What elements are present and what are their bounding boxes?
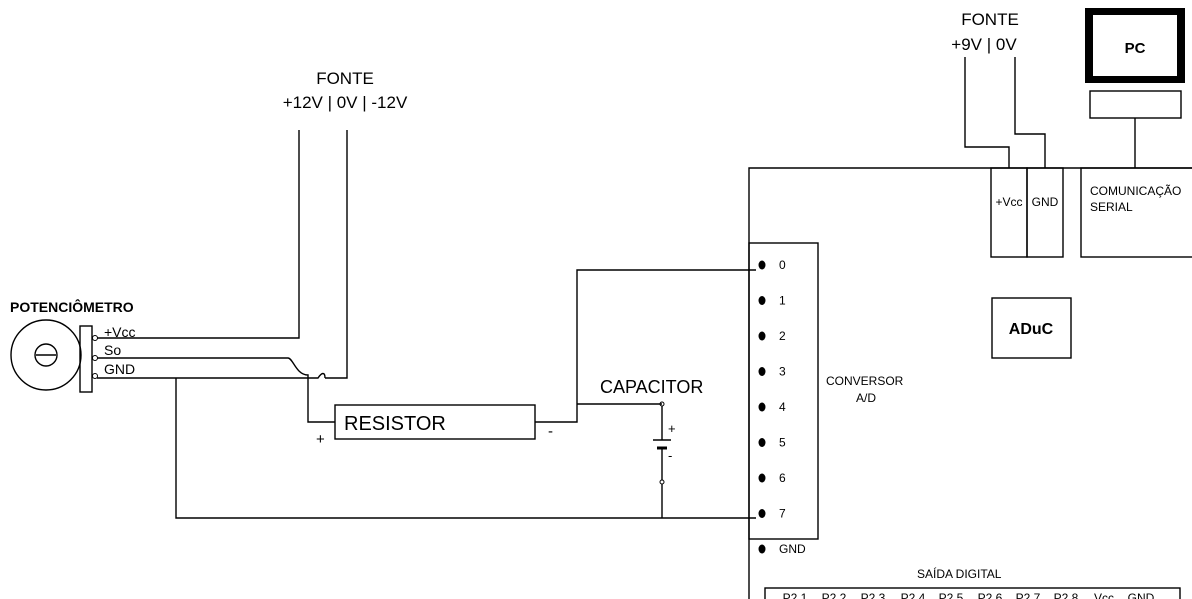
potentiometer-body	[10, 319, 82, 391]
potentiometer-title: POTENCIÔMETRO	[10, 298, 134, 315]
digital-output-pin-label: P2.5	[939, 591, 964, 599]
wire-pot-gnd	[97, 372, 326, 379]
adc-pin-label: 3	[779, 365, 786, 379]
digital-output-pin-label: P2.3	[861, 591, 886, 599]
potentiometer-pin-gnd	[92, 373, 98, 379]
digital-output-pin-label: P2.1	[783, 591, 808, 599]
adc-connector-box	[748, 242, 819, 540]
potentiometer-pin-vcc-label: +Vcc	[104, 324, 136, 340]
adc-pin-dot	[758, 260, 766, 270]
wire-minus12v	[325, 130, 348, 379]
adc-pin-dot	[758, 544, 766, 554]
capacitor: CAPACITOR + -	[600, 377, 703, 518]
power-supply-left: FONTE +12V | 0V | -12V	[97, 69, 408, 379]
digital-output-pin-label: P2.7	[1016, 591, 1041, 599]
serial-line1: COMUNICAÇÃO	[1090, 184, 1181, 198]
adc-pin-label: 0	[779, 258, 786, 272]
digital-output-pin-label: P2.6	[978, 591, 1003, 599]
wire-ground-bus	[175, 378, 756, 519]
digital-output-pin-list: P2.1 P2.2 P2.3 P2.4 P2.5 P2.6 P2.7 P2.8 Vcc GND	[783, 591, 1155, 599]
wire-to-adc-1	[535, 269, 756, 423]
wire-so	[97, 357, 335, 423]
digital-output-pin-label: P2.4	[901, 591, 926, 599]
power-top-title: FONTE	[961, 10, 1019, 29]
adc-pin-label: GND	[779, 542, 806, 556]
power-left-title: FONTE	[316, 69, 374, 88]
capacitor-label: CAPACITOR	[600, 377, 703, 397]
potentiometer-pin-gnd-label: GND	[104, 361, 135, 377]
vcc-terminal-box	[990, 167, 1028, 258]
wire-12v	[97, 130, 300, 339]
pc-keyboard	[1089, 90, 1182, 119]
adc-pin-dot	[758, 402, 766, 412]
vcc-terminal-label: +Vcc	[995, 195, 1022, 209]
resistor-plus: +	[316, 431, 325, 448]
power-left-values: +12V | 0V | -12V	[283, 93, 408, 112]
resistor-minus: -	[548, 423, 553, 440]
potentiometer-knob	[34, 343, 58, 367]
potentiometer-pin-so	[92, 355, 98, 361]
potentiometer-terminal-block	[79, 325, 93, 393]
adc-pin-dot	[758, 438, 766, 447]
digital-output-box	[764, 587, 1181, 599]
pc-screen	[1093, 15, 1177, 76]
adc-pin-label: 4	[779, 400, 786, 414]
adc-pin-dot	[758, 296, 766, 305]
adc-label-line2: A/D	[856, 391, 876, 405]
adc-pin-dot	[758, 331, 766, 341]
digital-output-pin-label: P2.2	[822, 591, 847, 599]
potentiometer: POTENCIÔMETRO +Vcc So GND	[10, 298, 136, 393]
resistor: RESISTOR + -	[316, 404, 553, 448]
adc-pin-label: 5	[779, 436, 786, 450]
serial-box	[1080, 167, 1192, 258]
capacitor-plus: +	[668, 421, 676, 436]
power-top-values: +9V | 0V	[951, 35, 1017, 54]
board-outline	[748, 167, 1192, 599]
wire-9v	[964, 57, 1010, 168]
resistor-label: RESISTOR	[344, 413, 446, 435]
pc-label: PC	[1125, 40, 1146, 57]
digital-output-title: SAÍDA DIGITAL	[917, 566, 1002, 581]
digital-output-pin-label: Vcc	[1094, 591, 1114, 599]
aduc-label: ADuC	[1009, 321, 1054, 338]
wire-0v	[1014, 57, 1046, 168]
adc-pin-dot	[758, 509, 766, 518]
capacitor-node-bottom	[659, 479, 665, 485]
adc-pin-label: 2	[779, 329, 786, 343]
gnd-terminal-label: GND	[1032, 195, 1059, 209]
aduc-box	[991, 297, 1072, 359]
digital-output-pin-label: P2.8	[1054, 591, 1079, 599]
serial-line2: SERIAL	[1090, 200, 1133, 214]
adc-pin-dot	[758, 473, 766, 483]
capacitor-minus: -	[668, 448, 672, 463]
aduc-chip: ADuC	[991, 297, 1072, 359]
potentiometer-pin-vcc	[92, 335, 98, 341]
gnd-terminal-box	[1026, 167, 1064, 258]
power-terminals: +Vcc GND	[990, 167, 1064, 258]
adc-pin-dot	[758, 367, 766, 376]
pc-computer: PC	[1085, 8, 1185, 168]
adc-pin-label: 6	[779, 471, 786, 485]
adc-label-line1: CONVERSOR	[826, 374, 904, 388]
digital-output-pin-label: GND	[1128, 591, 1155, 599]
adc-pin-label: 7	[779, 507, 786, 521]
potentiometer-pin-so-label: So	[104, 342, 121, 358]
adc-pin-label: 1	[779, 294, 786, 308]
serial-port: COMUNICAÇÃO SERIAL	[1080, 167, 1192, 258]
power-supply-top: FONTE +9V | 0V	[951, 10, 1046, 168]
